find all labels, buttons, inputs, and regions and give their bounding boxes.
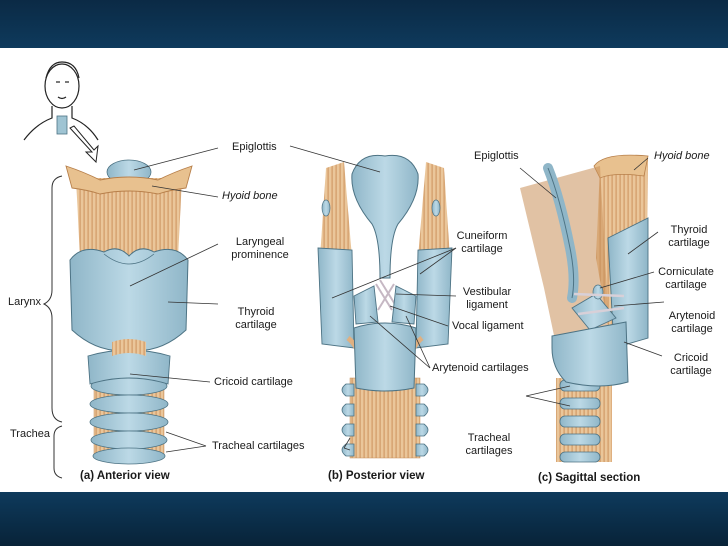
- larynx-bracket: [42, 175, 63, 423]
- neck-larynx-marker: [56, 115, 68, 135]
- label-c-corniculate-cartilage: Corniculate cartilage: [658, 266, 714, 291]
- label-c-tracheal-cartilages: Tracheal cartilages: [465, 432, 513, 457]
- label-a-tracheal-cartilages: Tracheal cartilages: [212, 440, 305, 452]
- top-band: [0, 0, 728, 48]
- larynx-illustration: [23, 61, 665, 479]
- trachea-bracket: [53, 425, 63, 479]
- label-c-epiglottis: Epiglottis: [474, 150, 519, 162]
- caption-sagittal-section: (c) Sagittal section: [538, 472, 641, 484]
- label-c-thyroid-cartilage: Thyroid cartilage: [668, 224, 710, 249]
- label-c-cricoid-cartilage: Cricoid cartilage: [670, 352, 712, 377]
- label-a-thyroid-cartilage: Thyroid cartilage: [235, 306, 277, 331]
- caption-posterior-view: (b) Posterior view: [328, 470, 425, 482]
- label-a-epiglottis: Epiglottis: [232, 141, 277, 153]
- label-a-cricoid-cartilage: Cricoid cartilage: [214, 376, 293, 388]
- label-a-laryngeal-prominence: Laryngeal prominence: [231, 236, 289, 261]
- anterior-view-drawing: [65, 159, 193, 465]
- label-b-vocal-ligament: Vocal ligament: [452, 320, 524, 332]
- sagittal-view-drawing: [520, 154, 649, 463]
- label-a-hyoid-bone: Hyoid bone: [222, 190, 278, 202]
- label-c-hyoid-bone: Hyoid bone: [654, 150, 710, 162]
- arrow-icon: [69, 125, 99, 164]
- label-b-cuneiform-cartilage: Cuneiform cartilage: [456, 230, 508, 255]
- label-b-arytenoid-cartilages: Arytenoid cartilages: [432, 362, 529, 374]
- label-b-vestibular-ligament: Vestibular ligament: [462, 286, 512, 311]
- bottom-band: [0, 492, 728, 546]
- label-c-arytenoid-cartilage: Arytenoid cartilage: [668, 310, 716, 335]
- label-trachea: Trachea: [10, 428, 50, 440]
- leader-lines: [129, 145, 665, 453]
- posterior-view-drawing: [317, 154, 453, 459]
- caption-anterior-view: (a) Anterior view: [80, 470, 170, 482]
- label-larynx: Larynx: [8, 296, 42, 308]
- head-sketch-icon: [23, 61, 99, 141]
